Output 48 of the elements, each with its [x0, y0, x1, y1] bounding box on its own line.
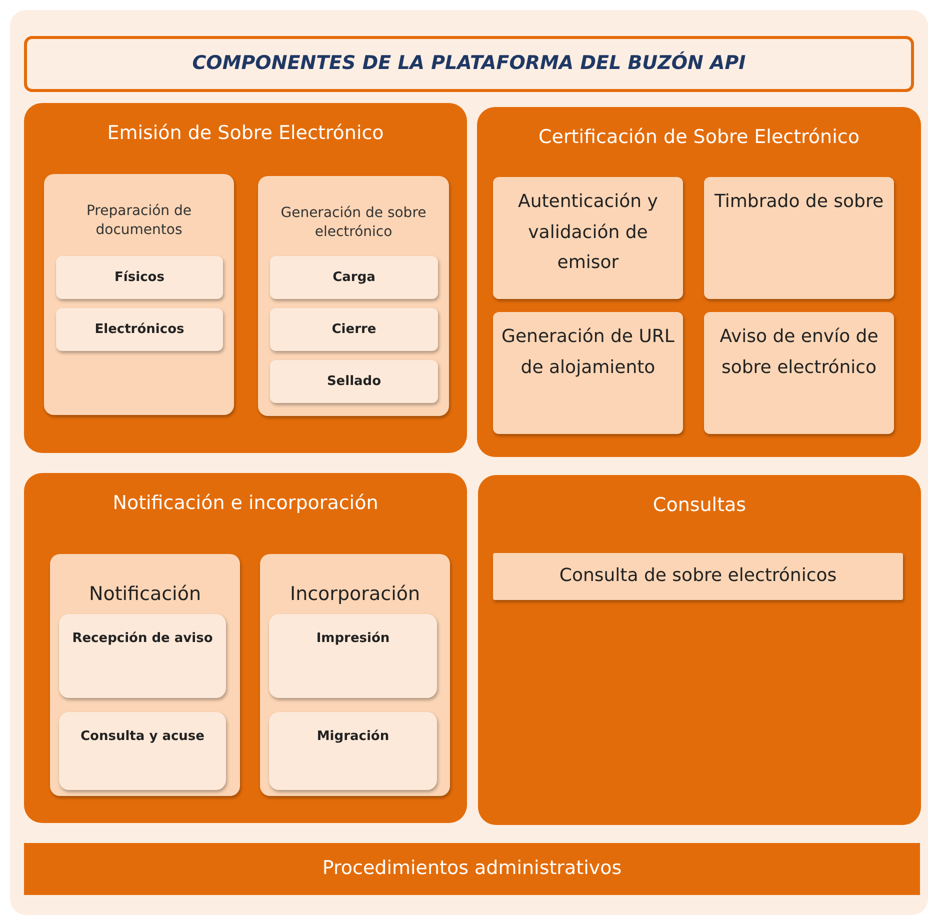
group-heading: Consultas: [652, 493, 748, 518]
box-label: Migración: [316, 728, 390, 746]
box-label: Autenticación y validación de emisor: [517, 190, 659, 276]
component-box: [270, 256, 438, 299]
component-box: [493, 312, 683, 434]
group-heading: Notificación: [88, 582, 202, 607]
component-box: [269, 712, 437, 790]
title-banner: [24, 36, 914, 92]
box-label: Consulta y acuse: [80, 728, 206, 746]
box-label: Electrónicos: [94, 320, 186, 338]
box-label: Timbrado de sobre: [713, 190, 885, 214]
box-label: Carga: [332, 268, 376, 286]
group-heading: Generación de sobre electrónico: [280, 204, 428, 242]
subgroup-card: [44, 174, 234, 415]
subgroup-card: [260, 554, 450, 796]
component-box: [56, 308, 223, 351]
box-label: Impresión: [315, 630, 391, 648]
component-box: [704, 312, 894, 434]
group-heading: Notificación e incorporación: [112, 491, 380, 516]
subgroup-card: [50, 554, 240, 796]
box-label: Aviso de envío de sobre electrónico: [718, 325, 880, 380]
component-box: [270, 308, 438, 351]
box-label: Recepción de aviso: [71, 630, 214, 648]
box-label: Consulta de sobre electrónicos: [558, 564, 838, 588]
group-panel: [478, 475, 921, 825]
component-box: [704, 177, 894, 299]
group-heading: Emisión de Sobre Electrónico: [106, 121, 385, 146]
group-panel: [24, 103, 467, 453]
group-heading: Preparación de documentos: [85, 202, 193, 240]
box-label: COMPONENTES DE LA PLATAFORMA DEL BUZÓN API: [191, 51, 747, 76]
group-panel: [24, 473, 467, 823]
box-label: Cierre: [330, 320, 378, 338]
footer-band: [24, 843, 920, 895]
box-label: Procedimientos administrativos: [321, 856, 623, 882]
component-box: [59, 712, 226, 790]
component-box: [493, 553, 903, 600]
component-box: [269, 614, 437, 698]
group-heading: Incorporación: [288, 582, 422, 607]
group-panel: [477, 107, 921, 457]
component-box: [270, 360, 438, 403]
box-label: Físicos: [114, 268, 166, 286]
box-label: Sellado: [326, 372, 382, 390]
box-label: Generación de URL de alojamiento: [500, 325, 676, 380]
subgroup-card: [258, 176, 449, 416]
component-box: [493, 177, 683, 299]
component-box: [59, 614, 226, 698]
group-heading: Certificación de Sobre Electrónico: [538, 125, 860, 150]
component-box: [56, 256, 223, 299]
